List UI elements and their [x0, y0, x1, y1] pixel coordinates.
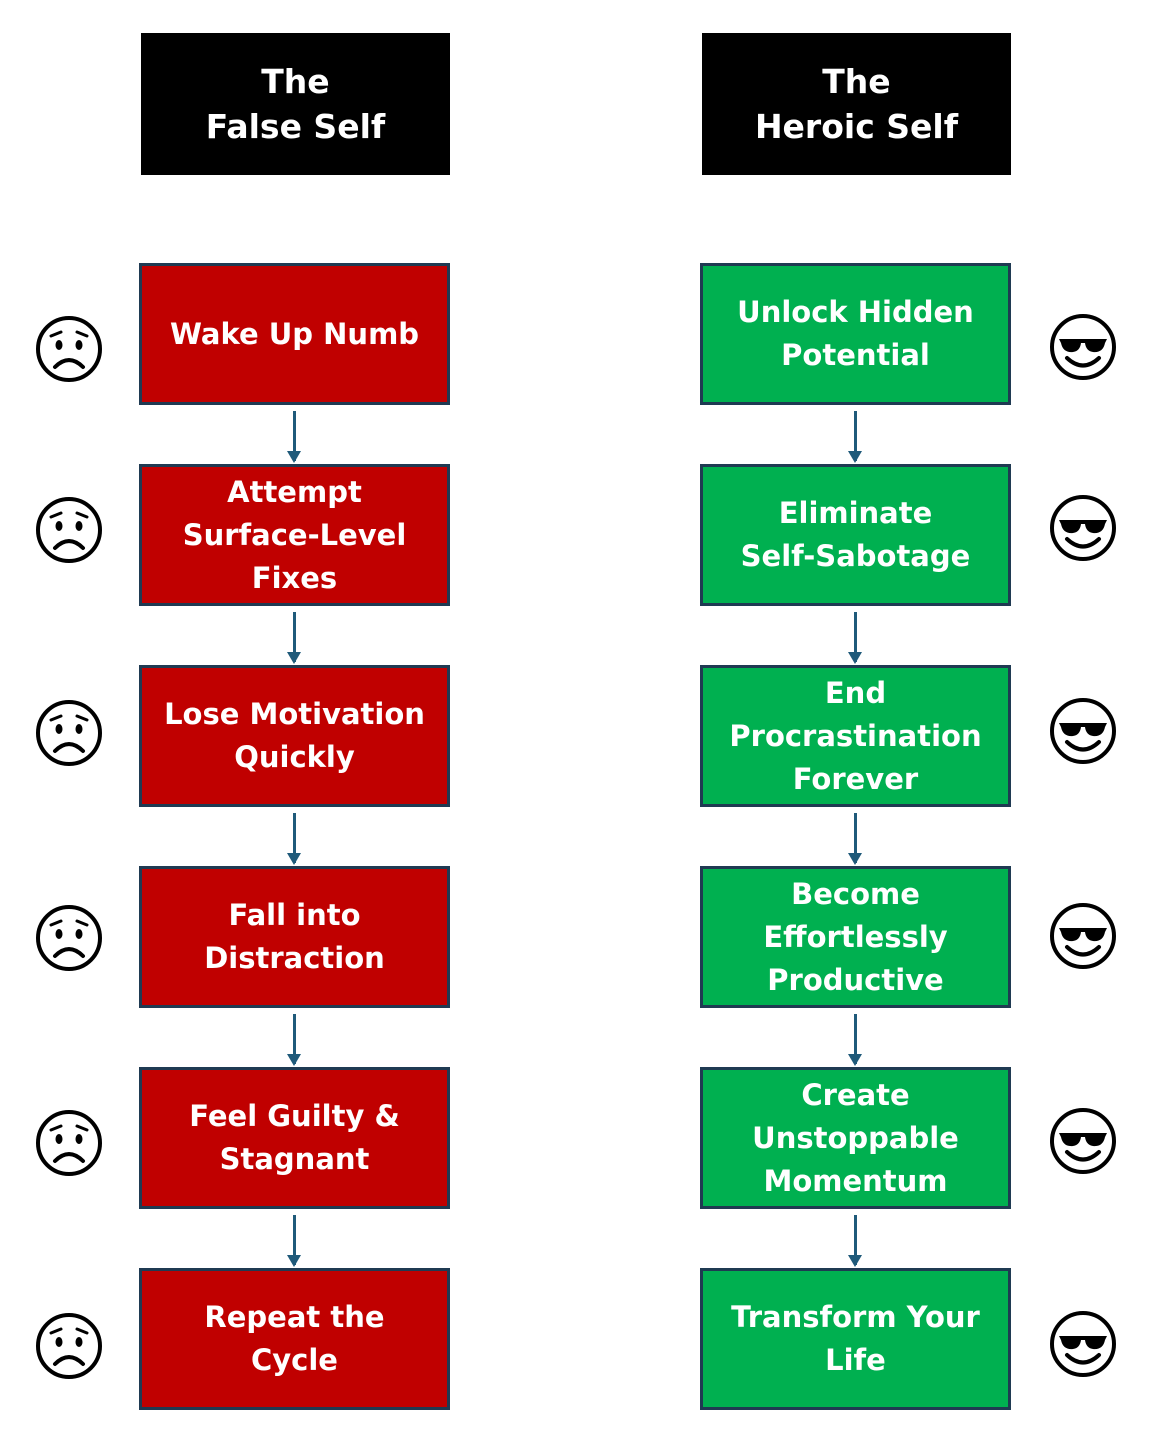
- false-self-arrow-1: [287, 411, 301, 463]
- false-self-step-4-line-2: Distraction: [204, 941, 385, 975]
- false-self-arrow-3: [287, 813, 301, 865]
- worried-face-icon: [36, 1110, 102, 1176]
- false-self-arrow-4: [287, 1014, 301, 1066]
- false-self-step-4: Fall into Distraction: [139, 866, 450, 1008]
- sunglasses-face-icon: [1050, 1108, 1116, 1174]
- heroic-self-arrow-1: [848, 411, 862, 463]
- heroic-self-step-2-line-1: Eliminate: [778, 496, 933, 530]
- false-self-step-2-line-2: Surface-Level: [182, 517, 407, 552]
- sunglasses-face-icon: [1050, 1311, 1116, 1377]
- heroic-self-step-5-line-3: Momentum: [763, 1163, 948, 1198]
- heroic-self-step-5-line-2: Unstoppable: [752, 1120, 959, 1155]
- heroic-self-step-1-line-1: Unlock Hidden: [737, 295, 974, 329]
- false-self-step-5-line-1: Feel Guilty &: [189, 1099, 400, 1133]
- heroic-self-step-4-line-1: Become: [791, 876, 920, 911]
- false-self-step-2-line-3: Fixes: [251, 560, 338, 595]
- worried-face-icon: [36, 497, 102, 563]
- false-self-step-6-line-1: Repeat the: [204, 1300, 385, 1334]
- heroic-self-step-1: Unlock Hidden Potential: [700, 263, 1011, 405]
- false-self-header-line-2: False Self: [205, 107, 386, 146]
- heroic-self-arrow-2: [848, 612, 862, 664]
- heroic-self-step-5: Create Unstoppable Momentum: [700, 1067, 1011, 1209]
- sunglasses-face-icon: [1050, 698, 1116, 764]
- false-self-arrow-5: [287, 1215, 301, 1267]
- false-self-header-line-1: The: [261, 62, 330, 101]
- heroic-self-step-6: Transform Your Life: [700, 1268, 1011, 1410]
- false-self-step-6-line-2: Cycle: [250, 1343, 338, 1377]
- false-self-step-1-line-1: Wake Up Numb: [169, 316, 420, 351]
- false-self-step-5: Feel Guilty & Stagnant: [139, 1067, 450, 1209]
- heroic-self-header: The Heroic Self: [702, 33, 1011, 175]
- heroic-self-step-3-line-1: End: [824, 675, 887, 710]
- heroic-self-header-line-2: Heroic Self: [754, 107, 959, 146]
- worried-face-icon: [36, 700, 102, 766]
- worried-face-icon: [36, 905, 102, 971]
- heroic-self-step-4-line-3: Productive: [767, 962, 944, 997]
- heroic-self-step-6-line-1: Transform Your: [731, 1300, 980, 1334]
- false-self-step-5-line-2: Stagnant: [219, 1142, 370, 1176]
- sunglasses-face-icon: [1050, 314, 1116, 380]
- worried-face-icon: [36, 1313, 102, 1379]
- false-self-step-2-line-1: Attempt: [227, 474, 362, 509]
- heroic-self-step-3: End Procrastination Forever: [700, 665, 1011, 807]
- false-self-step-3: Lose Motivation Quickly: [139, 665, 450, 807]
- false-self-step-2: Attempt Surface-Level Fixes: [139, 464, 450, 606]
- false-self-step-1: Wake Up Numb: [139, 263, 450, 405]
- false-self-step-4-line-1: Fall into: [228, 898, 361, 932]
- heroic-self-step-6-line-2: Life: [825, 1343, 886, 1377]
- false-self-header: The False Self: [141, 33, 450, 175]
- sunglasses-face-icon: [1050, 903, 1116, 969]
- heroic-self-step-3-line-3: Forever: [792, 761, 919, 796]
- false-self-step-3-line-2: Quickly: [234, 740, 355, 774]
- heroic-self-step-3-line-2: Procrastination: [729, 718, 982, 753]
- heroic-self-step-2: Eliminate Self-Sabotage: [700, 464, 1011, 606]
- heroic-self-step-4-line-2: Effortlessly: [763, 919, 948, 954]
- heroic-self-arrow-3: [848, 813, 862, 865]
- heroic-self-header-line-1: The: [822, 62, 891, 101]
- heroic-self-step-5-line-1: Create: [801, 1077, 910, 1112]
- heroic-self-arrow-4: [848, 1014, 862, 1066]
- false-self-arrow-2: [287, 612, 301, 664]
- false-self-step-3-line-1: Lose Motivation: [164, 697, 425, 731]
- worried-face-icon: [36, 316, 102, 382]
- heroic-self-step-1-line-2: Potential: [781, 338, 930, 372]
- heroic-self-step-4: Become Effortlessly Productive: [700, 866, 1011, 1008]
- heroic-self-step-2-line-2: Self-Sabotage: [740, 539, 971, 573]
- sunglasses-face-icon: [1050, 495, 1116, 561]
- false-self-step-6: Repeat the Cycle: [139, 1268, 450, 1410]
- heroic-self-arrow-5: [848, 1215, 862, 1267]
